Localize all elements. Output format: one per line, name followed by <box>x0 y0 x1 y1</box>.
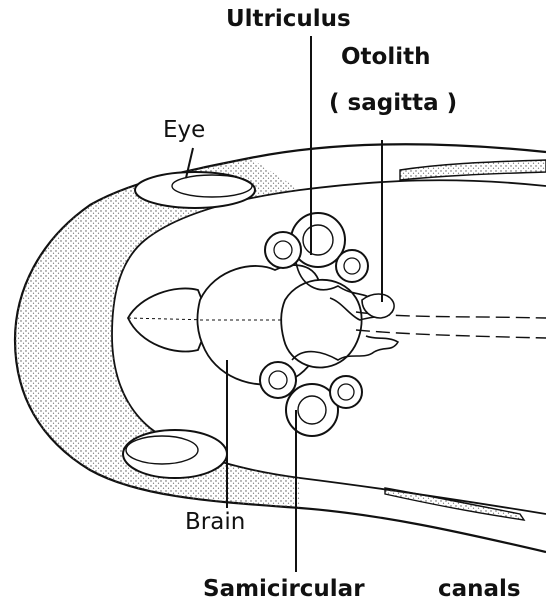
label-brain: Brain <box>185 511 245 534</box>
lateral-stripe-bottom <box>385 488 524 520</box>
label-ultriculus: Ultriculus <box>226 8 351 31</box>
brain-hindbrain <box>281 280 362 368</box>
otolith-sagitta <box>362 294 394 318</box>
label-eye: Eye <box>163 119 205 142</box>
label-otolith: Otolith <box>341 46 430 69</box>
label-semicircular: Samicircular <box>203 578 365 601</box>
label-canals: canals <box>438 578 521 601</box>
lateral-stripe-top <box>400 160 546 180</box>
label-sagitta: ( sagitta ) <box>329 92 457 115</box>
